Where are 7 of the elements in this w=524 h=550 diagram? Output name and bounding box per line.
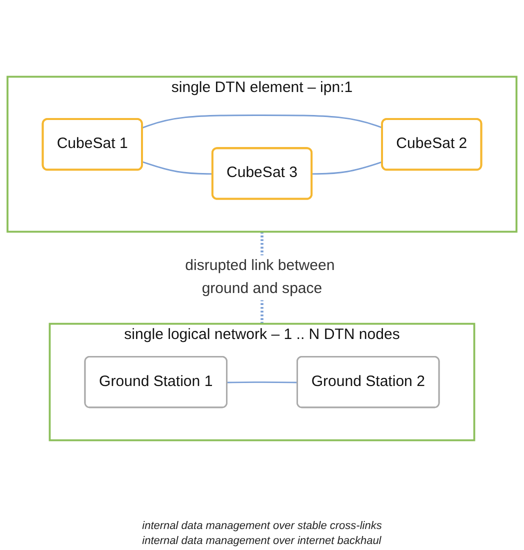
edge-label: disrupted link between ground and space [185, 258, 335, 297]
note-text: internal data management over internet backhaul [142, 535, 382, 547]
connector [227, 381, 298, 384]
note-text: internal data management over stable cross-links [142, 520, 382, 532]
connector [142, 114, 383, 128]
connector [312, 161, 383, 175]
connector [142, 161, 213, 175]
